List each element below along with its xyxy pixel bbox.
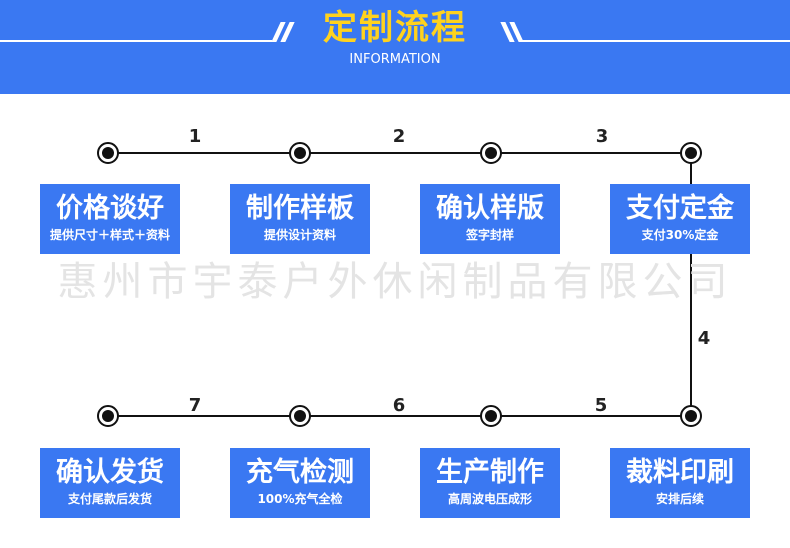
page-subtitle: INFORMATION (349, 52, 441, 67)
node-marker (680, 142, 702, 164)
connector-label-5: 5 (594, 395, 608, 416)
step-card-make-sample: 制作样板 提供设计资料 (230, 184, 370, 254)
step-title: 充气检测 (246, 457, 354, 488)
header-banner: 定制流程 INFORMATION (0, 0, 790, 94)
step-title: 确认样版 (436, 193, 544, 224)
node-marker (480, 142, 502, 164)
node-marker (289, 405, 311, 427)
step-title: 生产制作 (436, 457, 544, 488)
connector-label-6: 6 (392, 395, 406, 416)
step-subtitle: 支付30%定金 (641, 228, 719, 242)
page-title: 定制流程 (323, 8, 467, 48)
node-marker (480, 405, 502, 427)
connector-label-2: 2 (392, 126, 406, 147)
step-title: 确认发货 (56, 457, 164, 488)
step-subtitle: 高周波电压成形 (447, 492, 532, 506)
step-subtitle: 100%充气全检 (257, 492, 343, 506)
connector-label-3: 3 (595, 126, 609, 147)
step-card-cut-print: 裁料印刷 安排后续 (610, 448, 750, 518)
step-title: 价格谈好 (56, 193, 164, 224)
step-card-pay-deposit: 支付定金 支付30%定金 (610, 184, 750, 254)
step-subtitle: 签字封样 (465, 228, 514, 242)
connector-label-7: 7 (188, 395, 202, 416)
step-card-confirm-sample: 确认样版 签字封样 (420, 184, 560, 254)
header-line-left (0, 40, 272, 42)
step-subtitle: 安排后续 (655, 492, 704, 506)
node-marker (97, 405, 119, 427)
step-card-production: 生产制作 高周波电压成形 (420, 448, 560, 518)
step-card-price-agreed: 价格谈好 提供尺寸＋样式＋资料 (40, 184, 180, 254)
step-subtitle: 支付尾款后发货 (67, 492, 152, 506)
step-subtitle: 提供尺寸＋样式＋资料 (49, 228, 170, 242)
step-title: 制作样板 (246, 193, 354, 224)
node-marker (680, 405, 702, 427)
node-marker (289, 142, 311, 164)
connector-label-4: 4 (697, 328, 711, 349)
step-subtitle: 提供设计资料 (263, 228, 336, 242)
step-title: 裁料印刷 (626, 457, 734, 488)
step-title: 支付定金 (626, 193, 734, 224)
step-card-confirm-shipment: 确认发货 支付尾款后发货 (40, 448, 180, 518)
step-card-inflation-test: 充气检测 100%充气全检 (230, 448, 370, 518)
node-marker (97, 142, 119, 164)
connector-label-1: 1 (188, 126, 202, 147)
header-line-right (522, 40, 790, 42)
